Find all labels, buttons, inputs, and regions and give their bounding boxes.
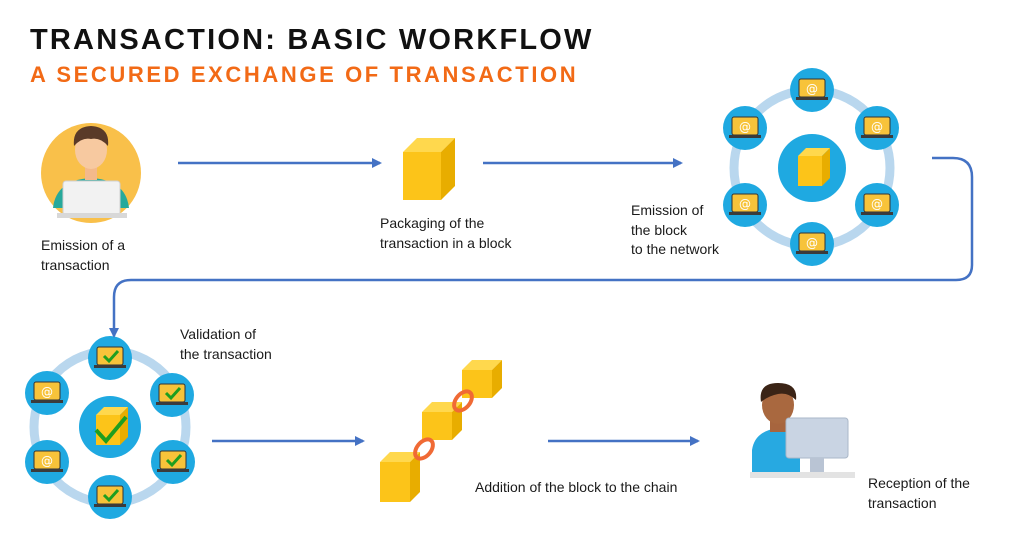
label-line: Emission of a <box>41 237 126 253</box>
label-line: to the network <box>631 241 719 257</box>
label-line: transaction <box>868 494 937 511</box>
label-line: Validation of <box>180 326 257 342</box>
label-line: the block <box>631 221 688 238</box>
arrow-step3-to-step4 <box>109 156 974 338</box>
step-label-packaging: Packaging of the transaction in a block <box>380 214 512 253</box>
step-label-emission: Emission of a transaction <box>41 236 125 275</box>
label-line: transaction <box>41 256 110 273</box>
person-laptop-icon <box>41 123 141 223</box>
page-title: TRANSACTION: BASIC WORKFLOW <box>30 24 594 56</box>
step-label-validation: Validation of the transaction <box>180 325 272 364</box>
step-label-reception: Reception of the transaction <box>868 474 970 513</box>
label-line: Reception of the <box>868 475 970 491</box>
step-label-addition: Addition of the block to the chain <box>475 478 677 498</box>
label-line: Addition of the block to the chain <box>475 479 678 495</box>
label-line: Packaging of the <box>380 215 485 231</box>
label-line: transaction in a block <box>380 234 512 251</box>
label-line: the transaction <box>180 345 272 362</box>
step-label-broadcast: Emission of the block to the network <box>631 201 719 260</box>
person-monitor-icon <box>750 383 855 478</box>
network-validation-icon <box>25 336 195 519</box>
block-cube-icon <box>403 138 455 200</box>
page-subtitle: A SECURED EXCHANGE OF TRANSACTION <box>30 62 579 87</box>
network-broadcast-icon <box>723 68 899 266</box>
label-line: Emission of <box>631 202 704 218</box>
chain-blocks-icon <box>380 360 502 502</box>
